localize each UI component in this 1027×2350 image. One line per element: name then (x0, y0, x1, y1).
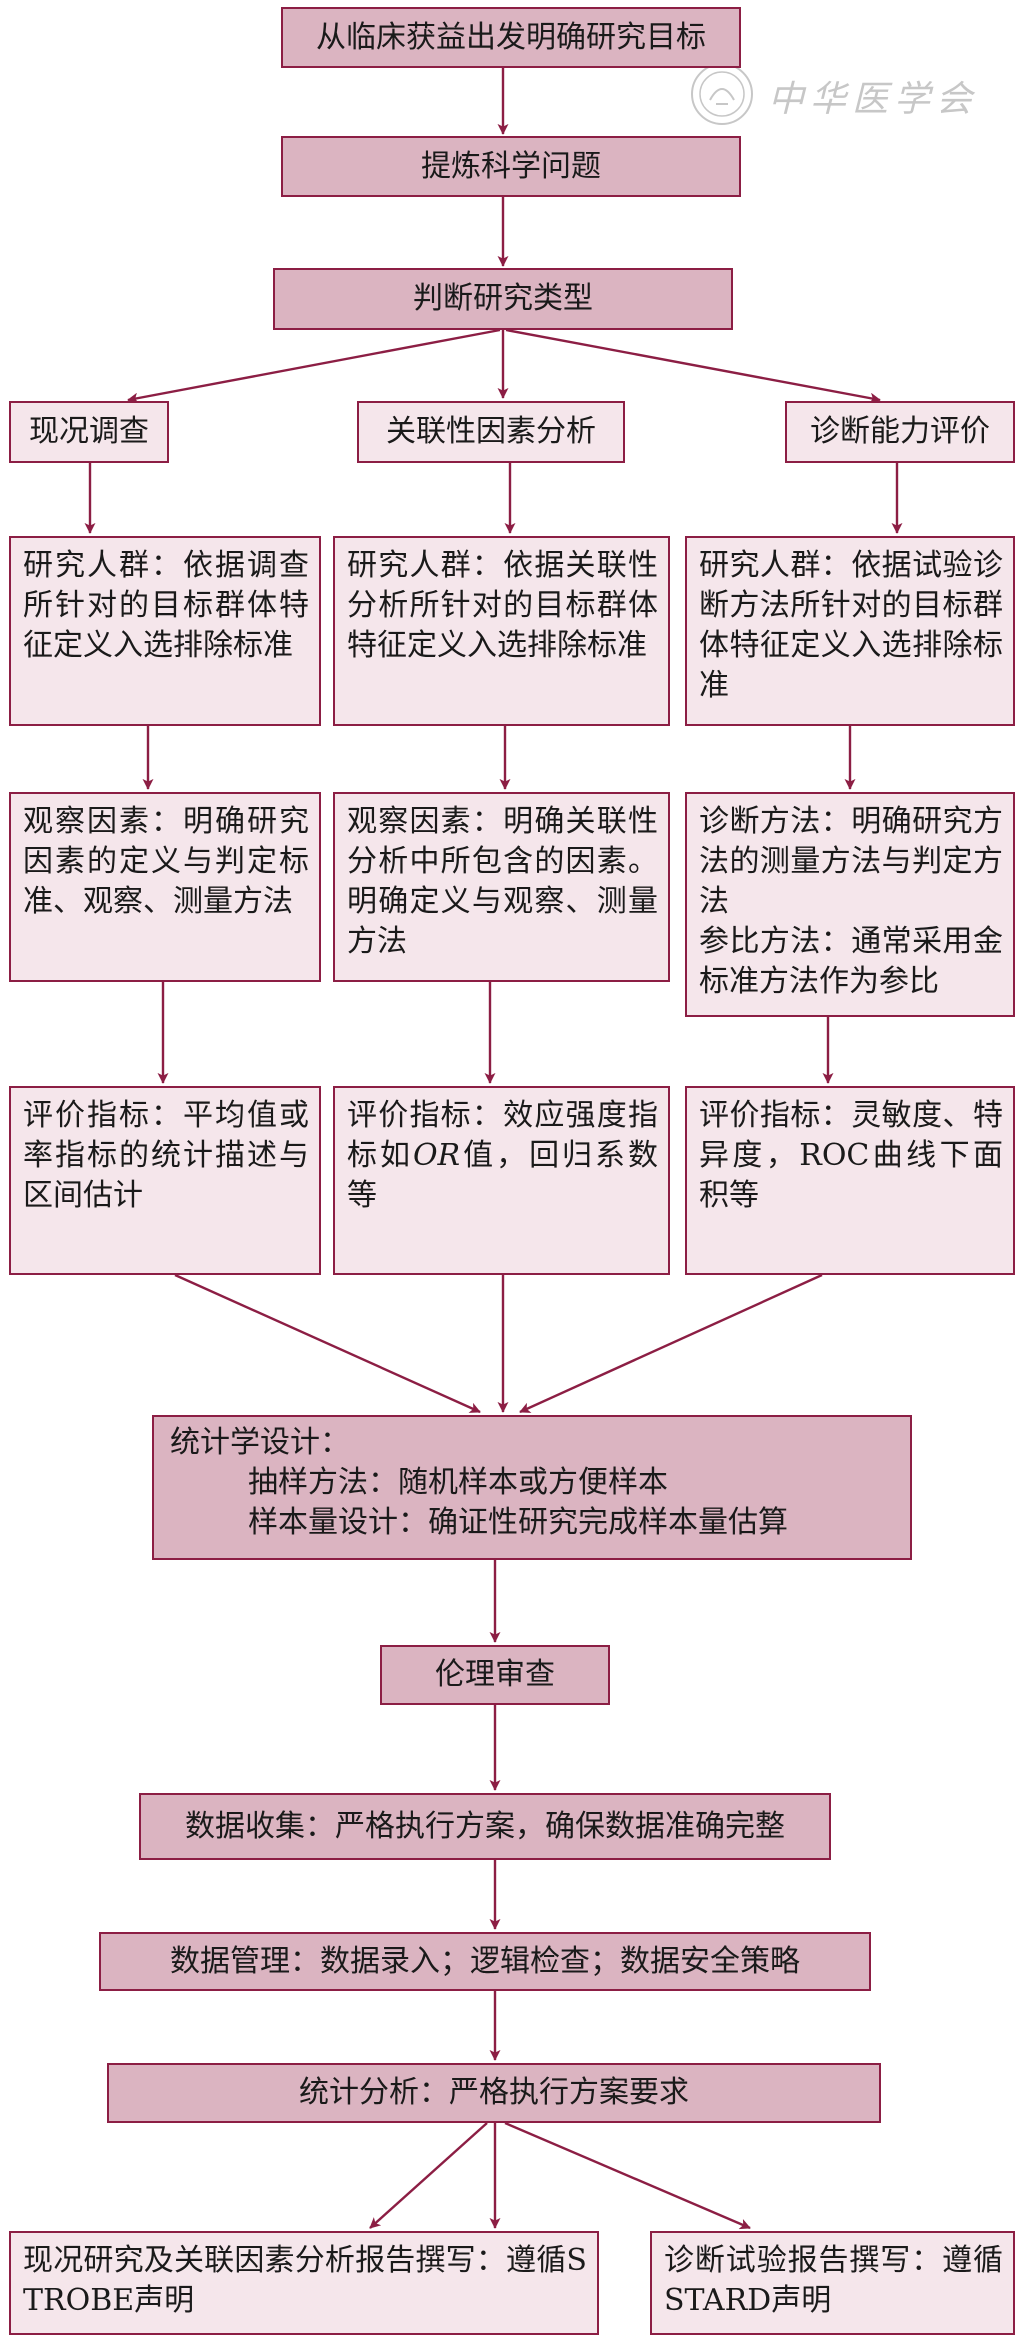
assoc-index-or: OR (412, 1138, 461, 1173)
node-report-stard-text: 诊断试验报告撰写：遵循STARD声明 (664, 2243, 1003, 2318)
node-research-type: 判断研究类型 (273, 268, 733, 330)
node-analysis-text: 统计分析：严格执行方案要求 (299, 2075, 689, 2110)
node-association: 关联性因素分析 (357, 401, 625, 463)
node-diag-population-text: 研究人群：依据试验诊断方法所针对的目标群体特征定义入选排除标准 (699, 548, 1003, 703)
arrow-analysis-to-stard (504, 2121, 751, 2230)
node-management: 数据管理：数据录入；逻辑检查；数据安全策略 (99, 1932, 871, 1991)
node-goal: 从临床获益出发明确研究目标 (281, 7, 741, 68)
node-diag-index-text: 评价指标：灵敏度、特异度，ROC曲线下面积等 (699, 1098, 1003, 1213)
node-ethics: 伦理审查 (380, 1645, 610, 1705)
stat-design-title: 统计学设计： (170, 1425, 350, 1460)
stat-design-size: 样本量设计：确证性研究完成样本量估算 (248, 1505, 788, 1540)
node-ethics-text: 伦理审查 (435, 1657, 555, 1692)
stat-design-sampling: 抽样方法：随机样本或方便样本 (248, 1465, 668, 1500)
arrow-diag-index-to-design (519, 1273, 823, 1414)
watermark-logo: 中华医学会 (688, 60, 988, 130)
node-report-strobe: 现况研究及关联因素分析报告撰写：遵循STROBE声明 (9, 2231, 599, 2335)
node-stat-design: 统计学设计： 抽样方法：随机样本或方便样本 样本量设计：确证性研究完成样本量估算 (152, 1415, 912, 1560)
seal-icon (691, 63, 753, 125)
node-question-text: 提炼科学问题 (421, 148, 601, 184)
node-survey-text: 现况调查 (29, 414, 149, 449)
node-diag-index: 评价指标：灵敏度、特异度，ROC曲线下面积等 (685, 1086, 1015, 1275)
node-diag-method: 诊断方法：明确研究方法的测量方法与判定方法参比方法：通常采用金标准方法作为参比 (685, 792, 1015, 1017)
node-survey-index: 评价指标：平均值或率指标的统计描述与区间估计 (9, 1086, 321, 1275)
node-collection-text: 数据收集：严格执行方案，确保数据准确完整 (185, 1808, 785, 1844)
node-question: 提炼科学问题 (281, 136, 741, 197)
assoc-index-pre: 评价指标：效应强度指标如 (347, 1098, 658, 1173)
node-diagnosis: 诊断能力评价 (785, 401, 1015, 463)
node-survey-factor-text: 观察因素：明确研究因素的定义与判定标准、观察、测量方法 (23, 804, 309, 919)
node-diag-method-text: 诊断方法：明确研究方法的测量方法与判定方法 (699, 804, 1003, 919)
arrow-survey-index-to-design (174, 1273, 481, 1414)
watermark-text: 中华医学会 (768, 79, 979, 120)
node-assoc-factor-text: 观察因素：明确关联性分析中所包含的因素。明确定义与观察、测量方法 (347, 804, 658, 959)
arrow-type-to-survey (127, 328, 501, 404)
node-analysis: 统计分析：严格执行方案要求 (107, 2063, 881, 2123)
node-assoc-population-text: 研究人群：依据关联性分析所针对的目标群体特征定义入选排除标准 (347, 548, 658, 663)
node-survey-index-text: 评价指标：平均值或率指标的统计描述与区间估计 (23, 1098, 309, 1213)
node-assoc-index: 评价指标：效应强度指标如OR值，回归系数等 (333, 1086, 670, 1275)
node-survey: 现况调查 (9, 401, 169, 463)
arrow-analysis-to-strobe-a (369, 2122, 488, 2229)
node-goal-text: 从临床获益出发明确研究目标 (316, 19, 706, 55)
node-research-type-text: 判断研究类型 (413, 281, 593, 316)
node-diagnosis-text: 诊断能力评价 (810, 414, 990, 449)
node-association-text: 关联性因素分析 (386, 414, 596, 449)
node-survey-population: 研究人群：依据调查所针对的目标群体特征定义入选排除标准 (9, 536, 321, 726)
node-report-stard: 诊断试验报告撰写：遵循STARD声明 (650, 2231, 1015, 2335)
node-survey-population-text: 研究人群：依据调查所针对的目标群体特征定义入选排除标准 (23, 548, 309, 663)
assoc-index-post: 值，回归系数等 (347, 1138, 658, 1213)
node-assoc-population: 研究人群：依据关联性分析所针对的目标群体特征定义入选排除标准 (333, 536, 670, 726)
node-diag-reference-text: 参比方法：通常采用金标准方法作为参比 (699, 924, 1003, 999)
node-report-strobe-text: 现况研究及关联因素分析报告撰写：遵循STROBE声明 (23, 2243, 587, 2318)
node-collection: 数据收集：严格执行方案，确保数据准确完整 (139, 1793, 831, 1860)
node-survey-factor: 观察因素：明确研究因素的定义与判定标准、观察、测量方法 (9, 792, 321, 982)
arrow-type-to-diagnosis (505, 328, 881, 404)
node-diag-population: 研究人群：依据试验诊断方法所针对的目标群体特征定义入选排除标准 (685, 536, 1015, 726)
node-assoc-factor: 观察因素：明确关联性分析中所包含的因素。明确定义与观察、测量方法 (333, 792, 670, 982)
node-management-text: 数据管理：数据录入；逻辑检查；数据安全策略 (170, 1943, 800, 1979)
node-assoc-index-text: 评价指标：效应强度指标如OR值，回归系数等 (347, 1096, 658, 1216)
